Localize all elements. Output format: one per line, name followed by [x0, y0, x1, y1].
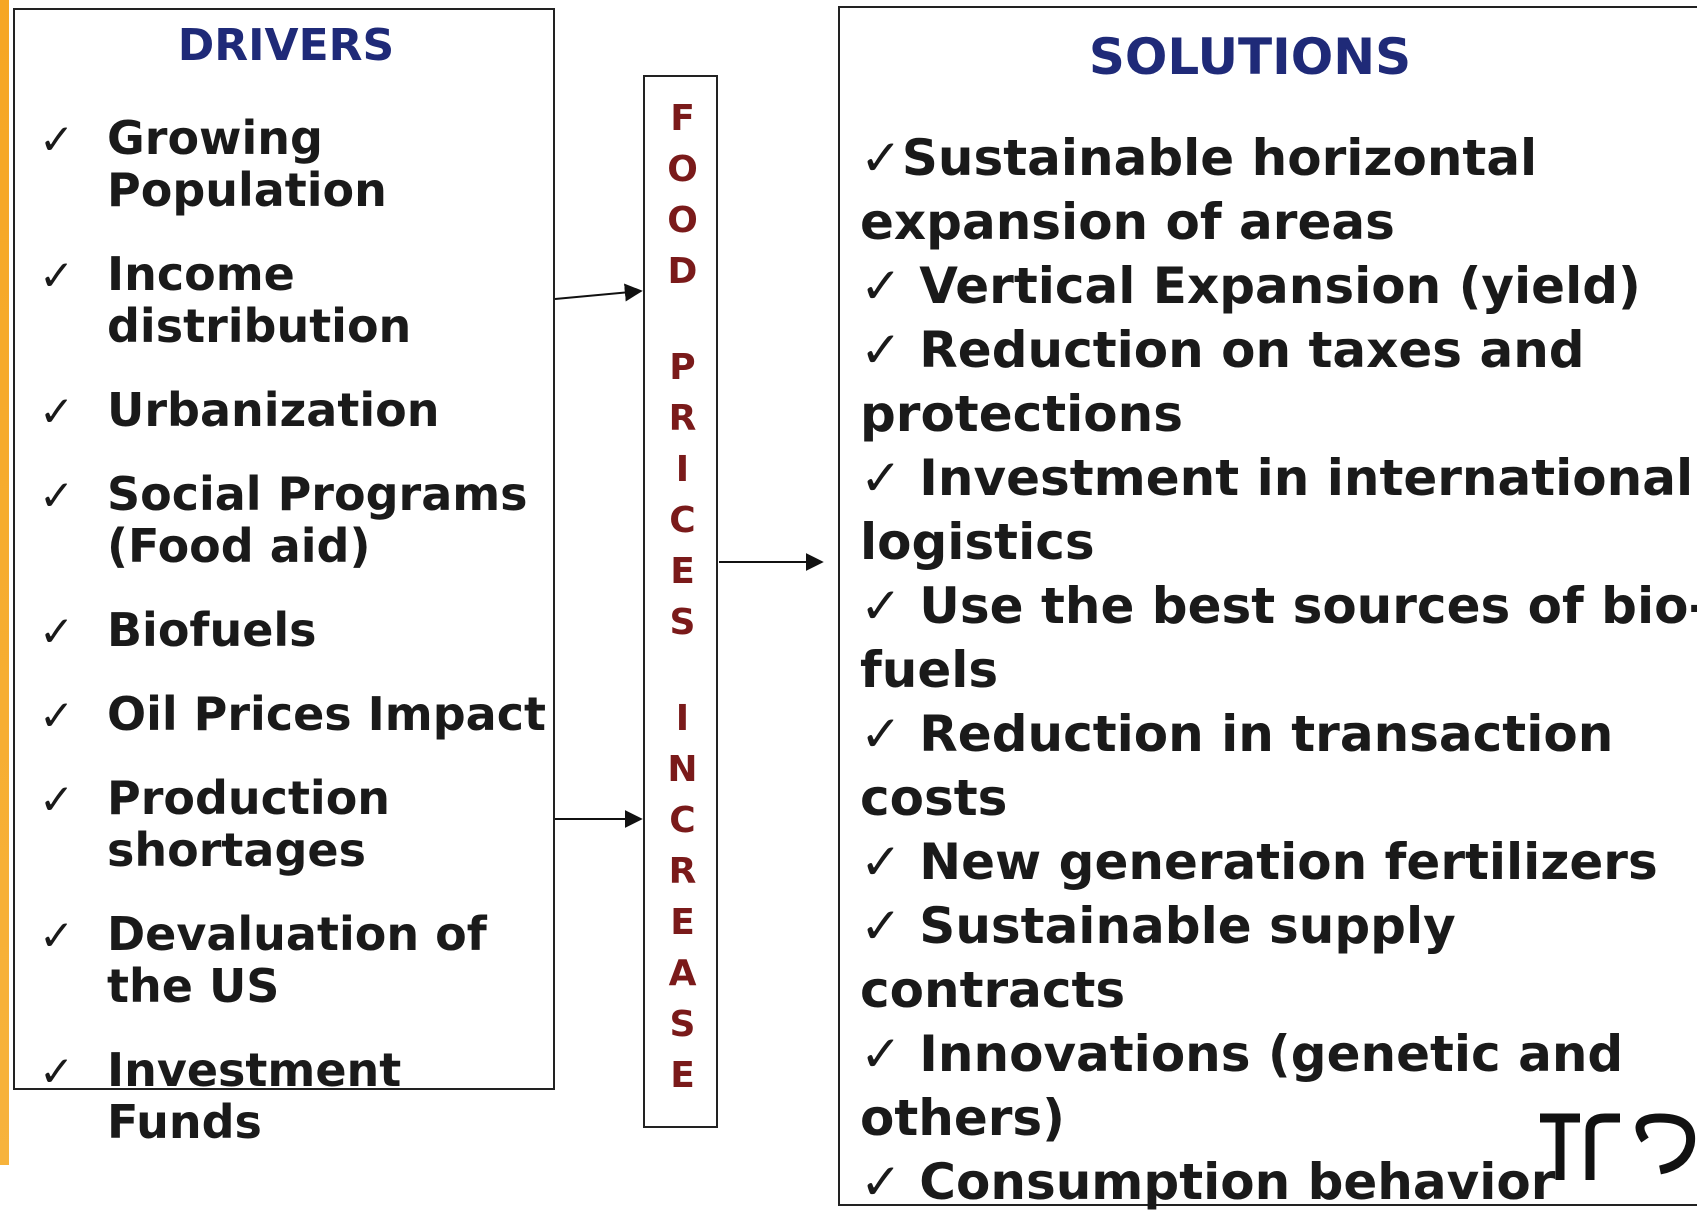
solutions-box: SOLUTIONS ✓Sustainable horizontal expans… [838, 6, 1697, 1211]
food-prices-letter: F [670, 98, 695, 139]
food-prices-letter: O [667, 200, 698, 241]
check-icon: ✓ [39, 387, 75, 436]
edge-stripe [0, 0, 9, 1165]
check-icon: ✓ [39, 775, 75, 824]
food-prices-letter: E [670, 1055, 695, 1096]
food-prices-letter: E [670, 902, 695, 943]
solution-item: ✓ Use the best sources of bio-fuels [860, 577, 1697, 699]
food-prices-letter: I [675, 698, 690, 739]
check-icon: ✓ [39, 1047, 75, 1096]
solution-item: ✓ Innovations (genetic and others) [860, 1025, 1624, 1147]
food-prices-letter: R [668, 851, 697, 892]
driver-label: Income distribution [107, 247, 412, 353]
check-icon: ✓ [39, 691, 75, 740]
food-prices-letter: N [667, 749, 698, 790]
driver-label: Devaluation of the US [107, 907, 487, 1013]
arrow-drivers-to-food-top [554, 283, 643, 302]
food-prices-letter: R [668, 398, 697, 439]
solution-item: ✓ New generation fertilizers [860, 833, 1658, 891]
logo-icon [1540, 1113, 1696, 1180]
solution-item: ✓ Investment in international logistics [860, 449, 1694, 571]
solutions-list: ✓Sustainable horizontal expansion of are… [860, 126, 1697, 1214]
driver-label: Biofuels [107, 603, 317, 657]
solution-item: ✓ Reduction on taxes and protections [860, 321, 1585, 443]
check-icon: ✓ [39, 251, 75, 300]
food-prices-letter: O [667, 149, 698, 190]
food-prices-letter: P [669, 347, 696, 388]
driver-label: Investment Funds [107, 1043, 402, 1149]
solution-item: ✓ Reduction in transaction costs [860, 705, 1614, 827]
food-prices-letter: S [669, 602, 696, 643]
solution-item: ✓Sustainable horizontal expansion of are… [860, 129, 1538, 251]
food-prices-letter: S [669, 1004, 696, 1045]
food-prices-letter [645, 648, 720, 693]
drivers-box: DRIVERS ✓ Growing Population ✓ Income di… [13, 8, 555, 1148]
check-icon: ✓ [39, 911, 75, 960]
food-prices-letter: E [670, 551, 695, 592]
food-prices-letter: C [669, 800, 696, 841]
solution-item: ✓ Sustainable supply contracts [860, 897, 1456, 1019]
driver-label: Urbanization [107, 383, 440, 437]
solution-item: ✓ Vertical Expansion (yield) [860, 257, 1641, 315]
solutions-title: SOLUTIONS [1088, 28, 1412, 86]
driver-label: Production shortages [107, 771, 391, 877]
food-prices-letter: C [669, 500, 696, 541]
driver-label: Social Programs (Food aid) [107, 467, 528, 573]
check-icon: ✓ [39, 607, 75, 656]
food-prices-letter [645, 297, 720, 342]
food-prices-letter: I [675, 449, 690, 490]
food-prices-letter: D [667, 251, 698, 292]
food-prices-letter: A [668, 953, 697, 994]
drivers-title: DRIVERS [177, 20, 395, 71]
check-icon: ✓ [39, 115, 75, 164]
driver-label: Growing Population [107, 111, 387, 217]
check-icon: ✓ [39, 471, 75, 520]
driver-label: Oil Prices Impact [107, 687, 546, 741]
